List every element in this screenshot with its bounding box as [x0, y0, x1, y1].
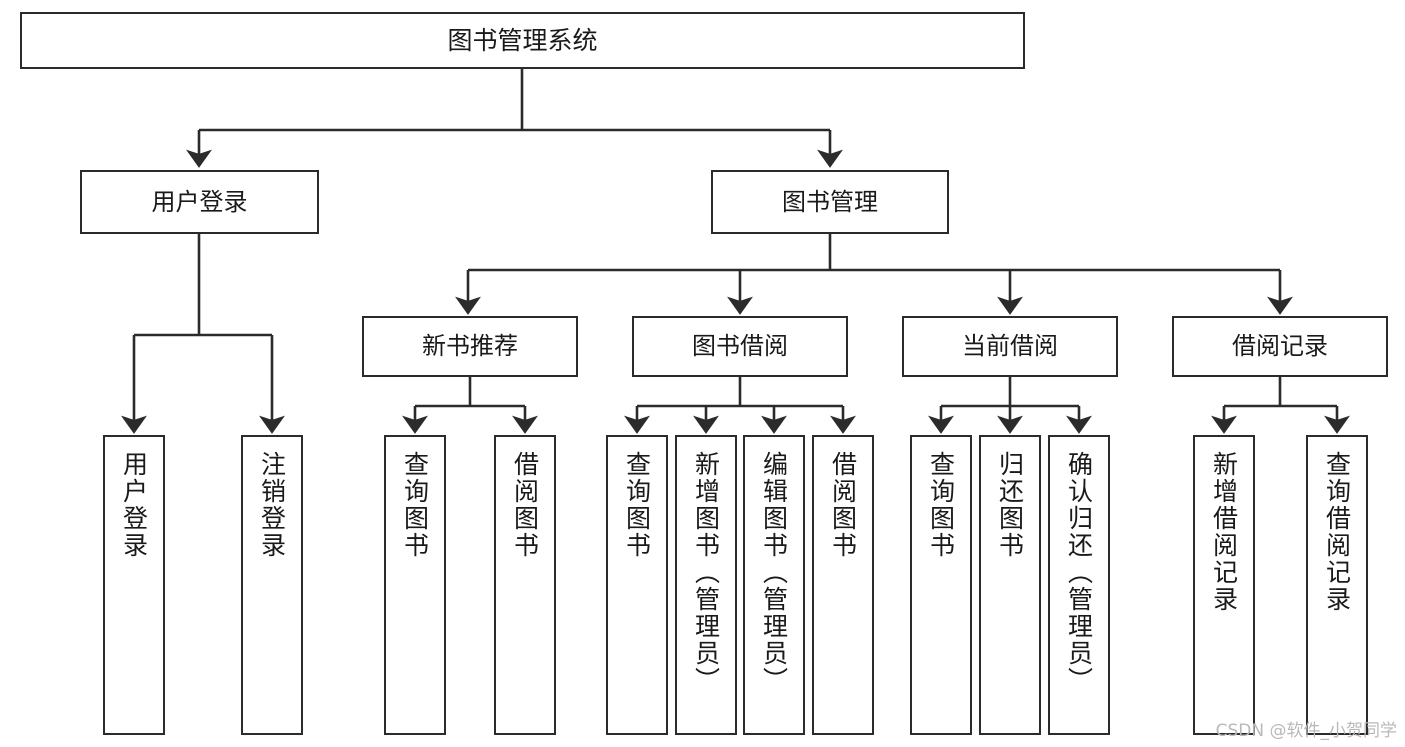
- node-label: 新增图书（管理员）: [691, 451, 721, 694]
- node-label: 图书借阅: [692, 332, 788, 361]
- node-label: 图书管理: [782, 187, 878, 216]
- node-user-login[interactable]: 用户登录: [80, 170, 319, 234]
- leaf-book-borrow-edit-book-admin[interactable]: 编辑图书（管理员）: [743, 435, 805, 735]
- node-label: 新书推荐: [422, 332, 518, 361]
- node-label: 查询图书: [622, 451, 652, 559]
- node-label: 用户登录: [151, 187, 248, 216]
- leaf-book-borrow-query-book[interactable]: 查询图书: [606, 435, 668, 735]
- node-label: 用户登录: [119, 451, 149, 559]
- node-borrow-record[interactable]: 借阅记录: [1172, 316, 1388, 377]
- node-label: 借阅图书: [828, 451, 858, 559]
- leaf-current-borrow-confirm-return-admin[interactable]: 确认归还（管理员）: [1048, 435, 1110, 735]
- node-root-system[interactable]: 图书管理系统: [20, 12, 1025, 69]
- leaf-borrow-record-query-record[interactable]: 查询借阅记录: [1306, 435, 1368, 735]
- node-book-management[interactable]: 图书管理: [711, 170, 949, 234]
- node-label: 图书管理系统: [447, 25, 598, 55]
- leaf-new-book-borrow-book[interactable]: 借阅图书: [494, 435, 556, 735]
- node-label: 新增借阅记录: [1209, 451, 1239, 613]
- node-label: 当前借阅: [962, 332, 1058, 361]
- node-label: 查询图书: [400, 451, 430, 559]
- leaf-current-borrow-return-book[interactable]: 归还图书: [979, 435, 1041, 735]
- node-label: 归还图书: [995, 451, 1025, 559]
- leaf-new-book-query-book[interactable]: 查询图书: [384, 435, 446, 735]
- node-label: 注销登录: [257, 451, 287, 559]
- leaf-user-login-logout[interactable]: 注销登录: [241, 435, 303, 735]
- node-label: 借阅图书: [510, 451, 540, 559]
- leaf-book-borrow-add-book-admin[interactable]: 新增图书（管理员）: [675, 435, 737, 735]
- leaf-current-borrow-query-book[interactable]: 查询图书: [910, 435, 972, 735]
- node-book-borrow[interactable]: 图书借阅: [632, 316, 848, 377]
- node-current-borrow[interactable]: 当前借阅: [902, 316, 1118, 377]
- node-label: 查询借阅记录: [1322, 451, 1352, 613]
- node-new-book-recommend[interactable]: 新书推荐: [362, 316, 578, 377]
- node-label: 编辑图书（管理员）: [759, 451, 789, 694]
- leaf-borrow-record-add-record[interactable]: 新增借阅记录: [1193, 435, 1255, 735]
- leaf-user-login-login[interactable]: 用户登录: [103, 435, 165, 735]
- leaf-book-borrow-borrow-book[interactable]: 借阅图书: [812, 435, 874, 735]
- node-label: 借阅记录: [1232, 332, 1328, 361]
- node-label: 确认归还（管理员）: [1064, 451, 1094, 694]
- node-label: 查询图书: [926, 451, 956, 559]
- csdn-watermark: CSDN @软件_小贺同学: [1215, 721, 1397, 741]
